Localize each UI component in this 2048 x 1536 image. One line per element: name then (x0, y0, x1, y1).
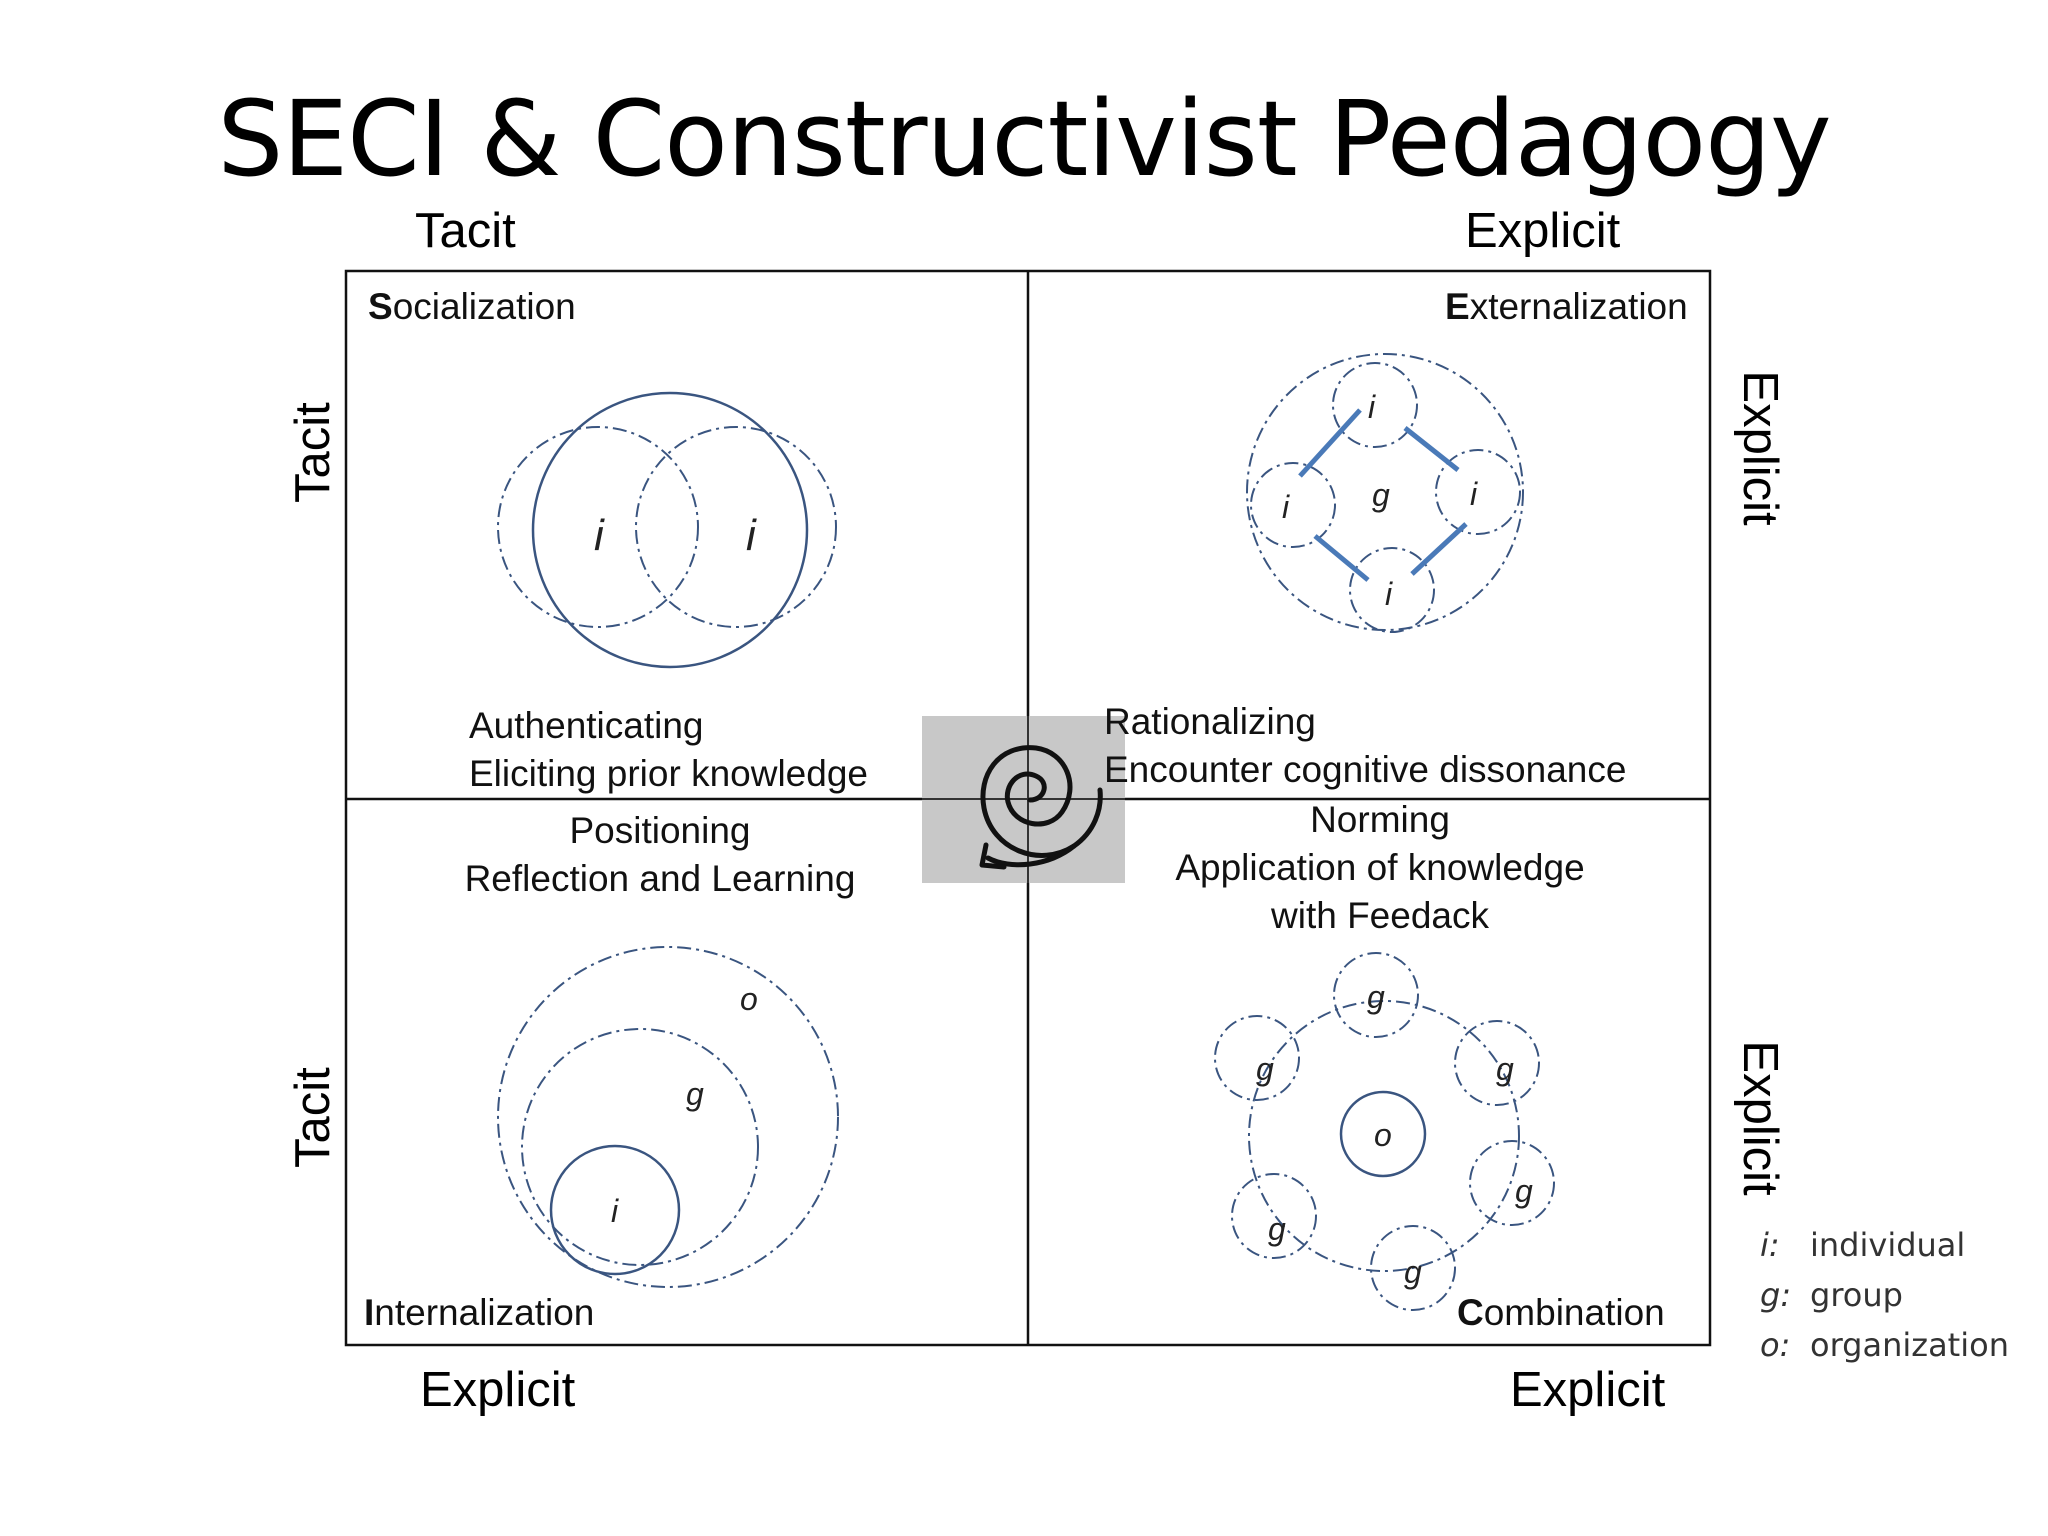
quadrant-internalization-label: Internalization (364, 1292, 595, 1333)
node-individual-1: i (594, 511, 605, 560)
legend-item-organization: o:organization (1760, 1326, 2009, 1364)
axis-top-left-label: Tacit (415, 204, 516, 258)
axis-bottom-left-label: Explicit (420, 1363, 576, 1417)
externalization-graphic: i i i i g (1246, 353, 1524, 633)
node-individual-2: i (746, 511, 757, 560)
node-group-2: g (1256, 1051, 1274, 1087)
legend-item-individual: i:individual (1760, 1226, 1966, 1264)
stage-rationalizing: Rationalizing Encounter cognitive disson… (1104, 701, 1627, 790)
node-individual-left: i (1282, 489, 1290, 525)
stage-positioning: Positioning Reflection and Learning (464, 810, 856, 899)
node-individual-right: i (1470, 476, 1478, 512)
socialization-graphic: i i (497, 391, 837, 669)
node-individual-top: i (1368, 389, 1376, 425)
node-organization: o (1374, 1117, 1392, 1153)
node-individual: i (611, 1193, 619, 1229)
node-group-1: g (1367, 979, 1385, 1015)
node-group-6: g (1404, 1254, 1422, 1290)
node-group-4: g (1515, 1173, 1533, 1209)
node-group-3: g (1496, 1051, 1514, 1087)
internalization-graphic: o g i (497, 946, 839, 1288)
node-group-center: g (1372, 477, 1390, 513)
page-title: SECI & Constructivist Pedagogy (217, 78, 1831, 200)
legend: i:individual g:group o:organization (1760, 1220, 2009, 1370)
axis-top-right-label: Explicit (1465, 204, 1621, 258)
quadrant-combination-label: Combination (1457, 1292, 1665, 1333)
node-group: g (686, 1076, 704, 1112)
axis-bottom-right-label: Explicit (1510, 1363, 1666, 1417)
combination-graphic: g g g g g g o (1214, 952, 1555, 1311)
knowledge-spiral-icon (922, 716, 1125, 883)
quadrant-socialization-label: Socialization (368, 286, 576, 327)
stage-authenticating: Authenticating Eliciting prior knowledge (469, 705, 868, 794)
node-individual-bottom: i (1385, 576, 1393, 612)
legend-item-group: g:group (1760, 1276, 1903, 1314)
quadrant-externalization-label: Externalization (1445, 286, 1688, 327)
node-group-5: g (1268, 1211, 1286, 1247)
node-organization: o (740, 981, 758, 1017)
stage-norming: Norming Application of knowledge with Fe… (1175, 799, 1585, 936)
